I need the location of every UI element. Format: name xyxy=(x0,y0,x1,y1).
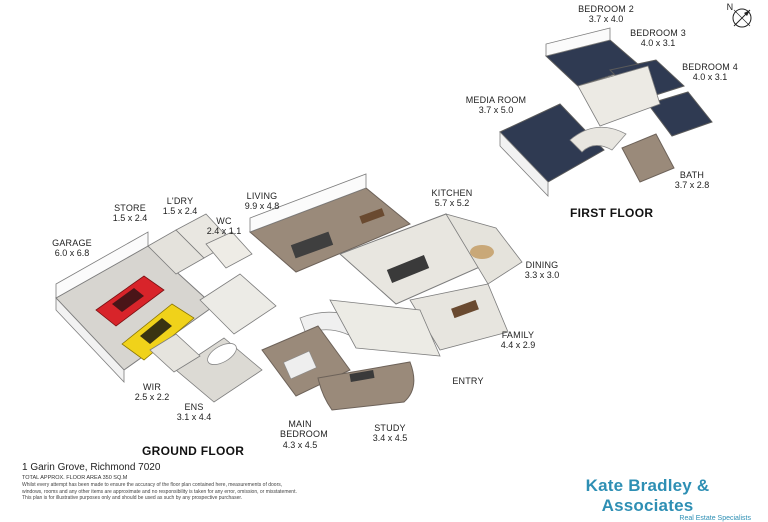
room-label-bedroom4: BEDROOM 4 4.0 x 3.1 xyxy=(682,62,738,83)
room-label-study: STUDY 3.4 x 4.5 xyxy=(372,423,408,444)
room-label-store: STORE 1.5 x 2.4 xyxy=(112,203,148,224)
disclaimer-line-1: Whilst every attempt has been made to en… xyxy=(22,482,283,488)
family-sofa-icon xyxy=(451,299,479,319)
ground-floor-plan xyxy=(55,173,523,411)
room-label-family: FAMILY 4.4 x 2.9 xyxy=(500,330,536,351)
room-label-garage: GARAGE 6.0 x 6.8 xyxy=(52,238,92,259)
ground-floor-title: GROUND FLOOR xyxy=(142,444,245,458)
sofa-icon xyxy=(290,231,334,259)
room-label-media: MEDIA ROOM 3.7 x 5.0 xyxy=(465,95,527,116)
room-label-kitchen: KITCHEN 5.7 x 5.2 xyxy=(431,188,473,209)
room-label-ensuite: ENS 3.1 x 4.4 xyxy=(176,402,212,423)
hall-floor xyxy=(199,273,277,335)
first-floor-title: FIRST FLOOR xyxy=(570,206,654,220)
disclaimer-line-2: windows, rooms and any other items are a… xyxy=(22,488,297,495)
bathtub-icon xyxy=(207,343,237,365)
agency-name: Kate Bradley & Associates xyxy=(585,476,710,515)
living-back-wall xyxy=(249,173,367,233)
red-car-icon xyxy=(95,275,165,327)
desk-icon xyxy=(349,369,375,383)
bedroom4-floor xyxy=(647,91,713,137)
room-label-entry: ENTRY xyxy=(452,376,484,386)
kitchen-island-icon xyxy=(386,255,430,283)
bed-icon xyxy=(283,350,317,380)
room-label-wc: WC 2.4 x 1.1 xyxy=(206,216,242,237)
compass-label: N xyxy=(726,2,734,12)
room-label-wir: WIR 2.5 x 2.2 xyxy=(134,382,170,403)
garage-back-wall xyxy=(55,231,149,299)
first-floor-plan xyxy=(499,27,713,197)
disclaimer: Whilst every attempt has been made to en… xyxy=(22,482,332,502)
property-address: 1 Garin Grove, Richmond 7020 xyxy=(22,462,161,473)
study-floor xyxy=(317,361,415,411)
agency-tagline: Real Estate Specialists xyxy=(679,515,751,522)
room-label-laundry: L'DRY 1.5 x 2.4 xyxy=(162,196,198,217)
ensuite-floor xyxy=(175,337,263,403)
room-label-main-bedroom: MAIN BEDROOM 4.3 x 4.5 xyxy=(280,419,328,450)
landing-floor xyxy=(577,65,661,127)
agency-logo: Kate Bradley & Associates Real Estate Sp… xyxy=(540,476,755,522)
room-label-bedroom3: BEDROOM 3 4.0 x 3.1 xyxy=(630,28,686,49)
media-room-wall xyxy=(499,131,549,197)
entry-floor xyxy=(329,299,441,357)
room-label-dining: DINING 3.3 x 3.0 xyxy=(524,260,560,281)
bedroom2-back-wall xyxy=(545,27,611,57)
yellow-car-icon xyxy=(121,303,195,361)
disclaimer-line-3: This plan is for illustrative purposes o… xyxy=(22,495,243,501)
room-label-living: LIVING 9.9 x 4.8 xyxy=(244,191,280,212)
wc-floor xyxy=(205,231,253,269)
compass-icon xyxy=(732,8,752,28)
wir-floor xyxy=(149,333,201,373)
floor-area: TOTAL APPROX. FLOOR AREA 350 SQ.M xyxy=(22,475,128,481)
dining-table-icon xyxy=(470,245,494,259)
room-label-bath: BATH 3.7 x 2.8 xyxy=(674,170,710,191)
room-label-bedroom2: BEDROOM 2 3.7 x 4.0 xyxy=(578,4,634,25)
first-floor-stairs xyxy=(569,126,627,153)
garage-wall xyxy=(55,296,125,384)
bath-floor xyxy=(621,133,675,183)
tv-unit-icon xyxy=(359,208,385,224)
